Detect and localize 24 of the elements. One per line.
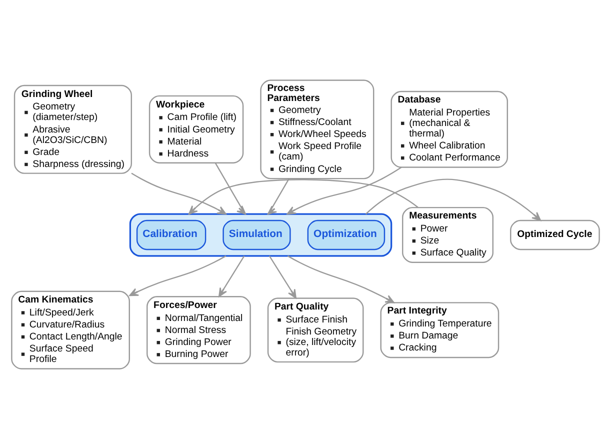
arrow xyxy=(287,254,394,303)
node-box: Cam Kinematics Lift/Speed/Jerk Curvature/Radius Contact Length/Angle Surface Speed Profile xyxy=(11,290,130,369)
node-box: Simulation xyxy=(222,219,291,250)
arrow xyxy=(365,178,542,220)
node-box: Optimization xyxy=(307,219,386,250)
arrow xyxy=(267,178,290,214)
cluster xyxy=(129,212,392,256)
node-box: Workpiece Cam Profile (lift) Initial Geometry Material Hardness xyxy=(148,94,244,163)
arrow xyxy=(214,162,246,214)
arrow xyxy=(218,255,245,297)
arrow xyxy=(268,255,296,298)
node-box: Database Material Properties (mechanical & thermal) Wheel Calibration Coolant Performance xyxy=(390,90,508,168)
node-box: Measurements Power Size Surface Quality xyxy=(402,206,494,262)
node-box: Part Quality Surface Finish Finish Geometry (size, lift/velocity error) xyxy=(267,297,364,362)
node-box: Forces/Power Normal/Tangential Normal Stress Grinding Power Burning Power xyxy=(146,296,251,364)
arrow xyxy=(286,166,402,214)
node-box: Optimized Cycle xyxy=(510,219,600,250)
node-box: Process Parameters Geometry Stiffness/Coolant Work/Wheel Speeds Work Speed Profile (cam) Grinding Cycle xyxy=(260,79,374,179)
arrow xyxy=(131,172,226,214)
arrow xyxy=(129,254,226,296)
arrow xyxy=(188,178,418,214)
node-box: Part Integrity Grinding Temperature Burn Damage Cracking xyxy=(380,302,500,358)
node-box: Grinding Wheel Geometry (diameter/step) Abrasive (Al2O3/SiC/CBN) Grade Sharpness (dressing) xyxy=(14,84,132,174)
node-box: Calibration xyxy=(136,219,206,250)
